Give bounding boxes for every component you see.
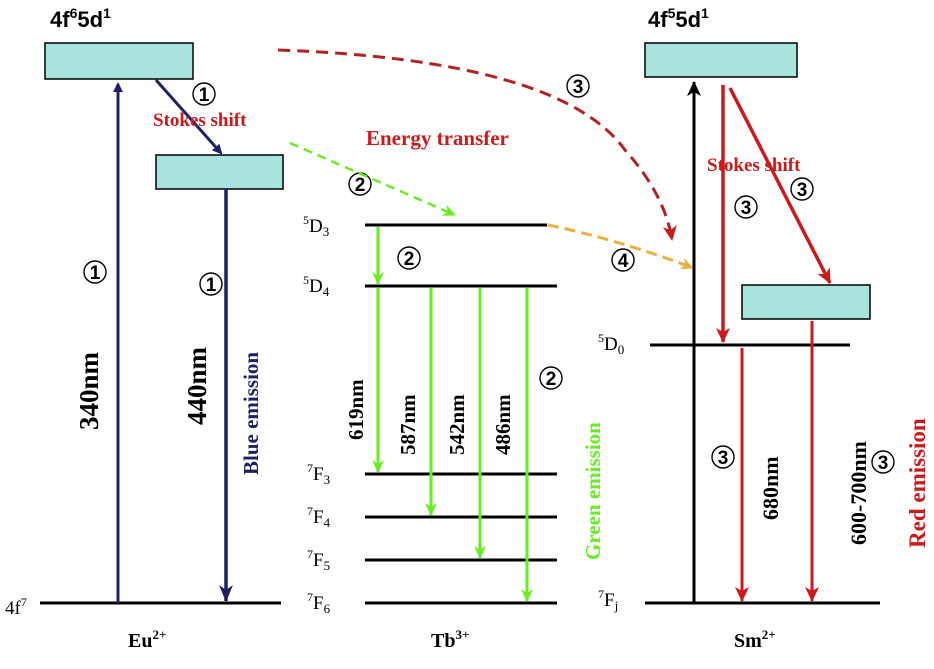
eu-stokes-label: Stokes shift: [153, 110, 247, 131]
sm-marker-3c: 3: [790, 177, 814, 201]
svg-text:3: 3: [573, 77, 584, 98]
eu-marker-1a: 1: [192, 82, 216, 106]
svg-text:3: 3: [878, 453, 889, 474]
eu-marker-1b: 1: [83, 260, 107, 284]
svg-text:2: 2: [355, 175, 366, 196]
tb-label-5d3: 5D3: [303, 213, 329, 239]
tb-label-5d4: 5D4: [303, 273, 330, 299]
svg-text:1: 1: [199, 85, 210, 106]
tb-label-587nm: 587nm: [396, 394, 420, 455]
eu-marker-1c: 1: [199, 272, 223, 296]
energy-transfer-label: Energy transfer: [366, 126, 509, 150]
sm-relaxed-band: [741, 284, 871, 320]
energy-transfer-group: Energy transfer 4: [277, 48, 694, 272]
tb-label-7f3: 7F3: [307, 461, 330, 487]
marker-4: 4: [611, 248, 635, 272]
tb-ion-label: Tb3+: [431, 627, 469, 652]
sm-marker-3a: 3: [566, 74, 590, 98]
svg-text:4: 4: [618, 251, 629, 272]
eu-stokes-arrow: [154, 79, 223, 155]
tb-marker-2a: 2: [348, 172, 372, 196]
sm-label-5d0: 5D0: [598, 331, 624, 357]
sm-label-range: 600-700nm: [846, 441, 871, 545]
sm-label-680nm: 680nm: [758, 456, 783, 520]
svg-text:2: 2: [404, 249, 415, 270]
eu-relaxed-band: [155, 154, 284, 190]
svg-text:3: 3: [741, 198, 752, 219]
eu-ion-label: Eu2+: [128, 627, 166, 652]
eu-5d-band: [44, 42, 194, 80]
eu-ground-label: 4f7: [5, 595, 27, 619]
eu-emission-caption: Blue emission: [239, 352, 263, 475]
tb-emission-caption: Green emission: [581, 422, 605, 560]
tb-label-619nm: 619nm: [344, 379, 368, 440]
eu-emission-label: 440nm: [182, 346, 212, 425]
tb-label-542nm: 542nm: [445, 394, 469, 455]
sm-5d-band: [644, 42, 798, 78]
sm-marker-3b: 3: [734, 195, 758, 219]
svg-text:3: 3: [797, 180, 808, 201]
svg-text:2: 2: [546, 369, 557, 390]
sm-ground-label: 7Fj: [598, 587, 618, 613]
sm-section: 4f55d1 5D0 7Fj Sm2+ Stokes shift 680nm 6…: [566, 5, 930, 652]
tb-label-486nm: 486nm: [491, 394, 515, 455]
tb-marker-2b: 2: [397, 246, 421, 270]
tb-label-7f6: 7F6: [307, 590, 331, 616]
svg-text:1: 1: [90, 263, 101, 284]
eu-excitation-label: 340nm: [74, 351, 104, 430]
tb-to-sm-transfer-arrow: [547, 223, 694, 270]
sm-marker-3e: 3: [871, 450, 895, 474]
eu-section: 4f65d1 4f7 Eu2+ 340nm 440nm Blue emissio…: [5, 5, 284, 652]
eu-excited-label: 4f65d1: [50, 5, 111, 32]
tb-marker-2c: 2: [539, 366, 563, 390]
eu-to-sm-transfer-arrow: [277, 48, 677, 241]
sm-excited-label: 4f55d1: [648, 5, 709, 32]
sm-emission-caption: Red emission: [905, 418, 930, 548]
sm-stokes-label: Stokes shift: [707, 155, 801, 176]
sm-stokes-arrow: [728, 87, 832, 284]
sm-marker-3d: 3: [711, 445, 735, 469]
tb-label-7f4: 7F4: [307, 504, 331, 530]
tb-label-7f5: 7F5: [307, 547, 330, 573]
tb-section: 5D3 5D4 7F3 7F4 7F5 7F6 Tb3+ 619nm 587nm…: [303, 172, 605, 652]
svg-text:3: 3: [718, 448, 729, 469]
eu-to-tb-transfer-arrow: [289, 141, 456, 217]
sm-ion-label: Sm2+: [734, 627, 776, 652]
svg-text:1: 1: [206, 275, 217, 296]
